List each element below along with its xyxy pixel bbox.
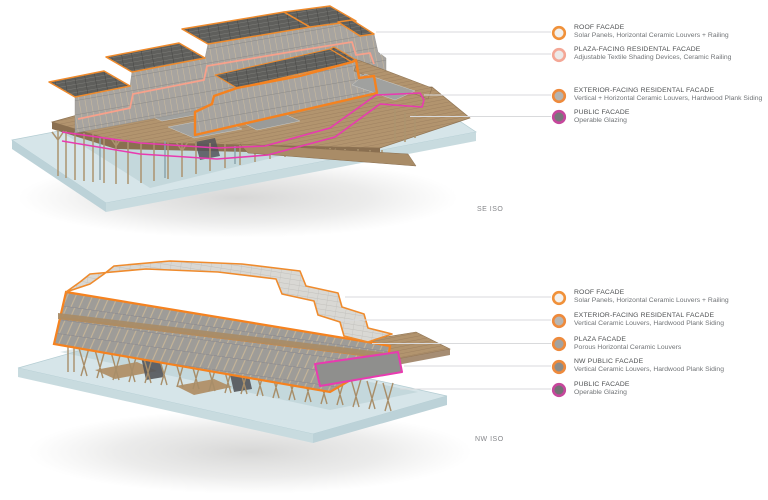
- nw-building-mass: [52, 260, 403, 394]
- legend-item-label: PLAZA-FACING RESIDENTAL FACADE: [574, 46, 701, 53]
- nw-iso-figure: [17, 260, 551, 494]
- se-leader-lines: [376, 31, 551, 117]
- figure-caption-nw-iso: NW ISO: [475, 436, 504, 443]
- legend-item: ROOF FACADE Solar Panels, Horizontal Cer…: [551, 24, 729, 41]
- legend-item: EXTERIOR-FACING RESIDENTAL FACADE Vertic…: [551, 312, 724, 329]
- nw-deck-strip: [58, 313, 389, 359]
- facade-color-swatch-icon: [551, 336, 567, 352]
- se-roof-outline: [48, 5, 375, 98]
- facade-color-swatch-icon: [551, 313, 567, 328]
- legend-item: PLAZA FACADE Porous Horizontal Ceramic L…: [551, 336, 681, 353]
- legend-item: EXTERIOR-FACING RESIDENTAL FACADE Vertic…: [551, 87, 762, 104]
- nw-public-facade-band: [314, 351, 403, 387]
- legend-item-label: PUBLIC FACADE: [574, 108, 630, 116]
- se-right-terrace: [353, 59, 433, 100]
- facade-color-swatch-icon: [551, 359, 567, 374]
- legend-item-label: ROOF FACADE: [574, 289, 625, 296]
- nw-platform: [95, 362, 157, 379]
- facade-color-swatch-icon: [551, 88, 567, 103]
- nw-platform: [176, 379, 232, 395]
- figure-caption-se-iso: SE ISO: [477, 206, 504, 213]
- facade-color-swatch-icon: [551, 382, 567, 397]
- se-ramp: [239, 143, 417, 167]
- legend-item-description: Solar Panels, Horizontal Ceramic Louvers…: [574, 297, 729, 304]
- se-iso-figure: [11, 5, 551, 238]
- se-building-front-bar: [193, 46, 433, 137]
- nw-leader-lines: [338, 296, 551, 390]
- legend-item-description: Operable Glazing: [574, 389, 627, 396]
- se-exterior-residental-outline: [193, 58, 379, 137]
- legend-item: PLAZA-FACING RESIDENTAL FACADE Adjustabl…: [551, 46, 731, 63]
- se-public-facade-outline: [61, 92, 425, 160]
- legend-item-description: Vertical Ceramic Louvers, Hardwood Plank…: [574, 366, 724, 373]
- nw-ground-shadow: [28, 410, 472, 494]
- legend-item-label: EXTERIOR-FACING RESIDENTAL FACADE: [574, 87, 715, 94]
- facade-color-swatch-icon: [551, 47, 567, 62]
- legend-item-description: Porous Horizontal Ceramic Louvers: [574, 343, 682, 351]
- legend-item: ROOF FACADE Solar Panels, Horizontal Cer…: [551, 289, 729, 306]
- legend-item-label: PLAZA FACADE: [574, 335, 627, 343]
- legend-item-description: Vertical + Horizontal Ceramic Louvers, H…: [574, 95, 763, 102]
- se-core-box: [195, 138, 220, 160]
- facade-color-swatch-icon: [551, 25, 567, 40]
- facade-color-swatch-icon: [551, 290, 567, 305]
- legend-item-description: Vertical Ceramic Louvers, Hardwood Plank…: [574, 320, 724, 327]
- legend-item: PUBLIC FACADE Operable Glazing: [551, 381, 630, 398]
- legend-item-label: EXTERIOR-FACING RESIDENTAL FACADE: [574, 312, 715, 319]
- legend-item: PUBLIC FACADE Operable Glazing: [551, 109, 630, 126]
- facade-color-swatch-icon: [551, 109, 567, 125]
- legend-item-label: ROOF FACADE: [574, 24, 625, 31]
- legend-item-description: Solar Panels, Horizontal Ceramic Louvers…: [574, 32, 729, 39]
- nw-roof: [65, 260, 393, 343]
- se-plaza-residental-outline: [77, 41, 375, 120]
- legend-item: NW PUBLIC FACADE Vertical Ceramic Louver…: [551, 358, 724, 375]
- legend-item-label: PUBLIC FACADE: [574, 381, 630, 388]
- legend-item-label: NW PUBLIC FACADE: [574, 358, 644, 365]
- legend-item-description: Operable Glazing: [574, 116, 627, 124]
- legend-item-description: Adjustable Textile Shading Devices, Cera…: [574, 54, 732, 61]
